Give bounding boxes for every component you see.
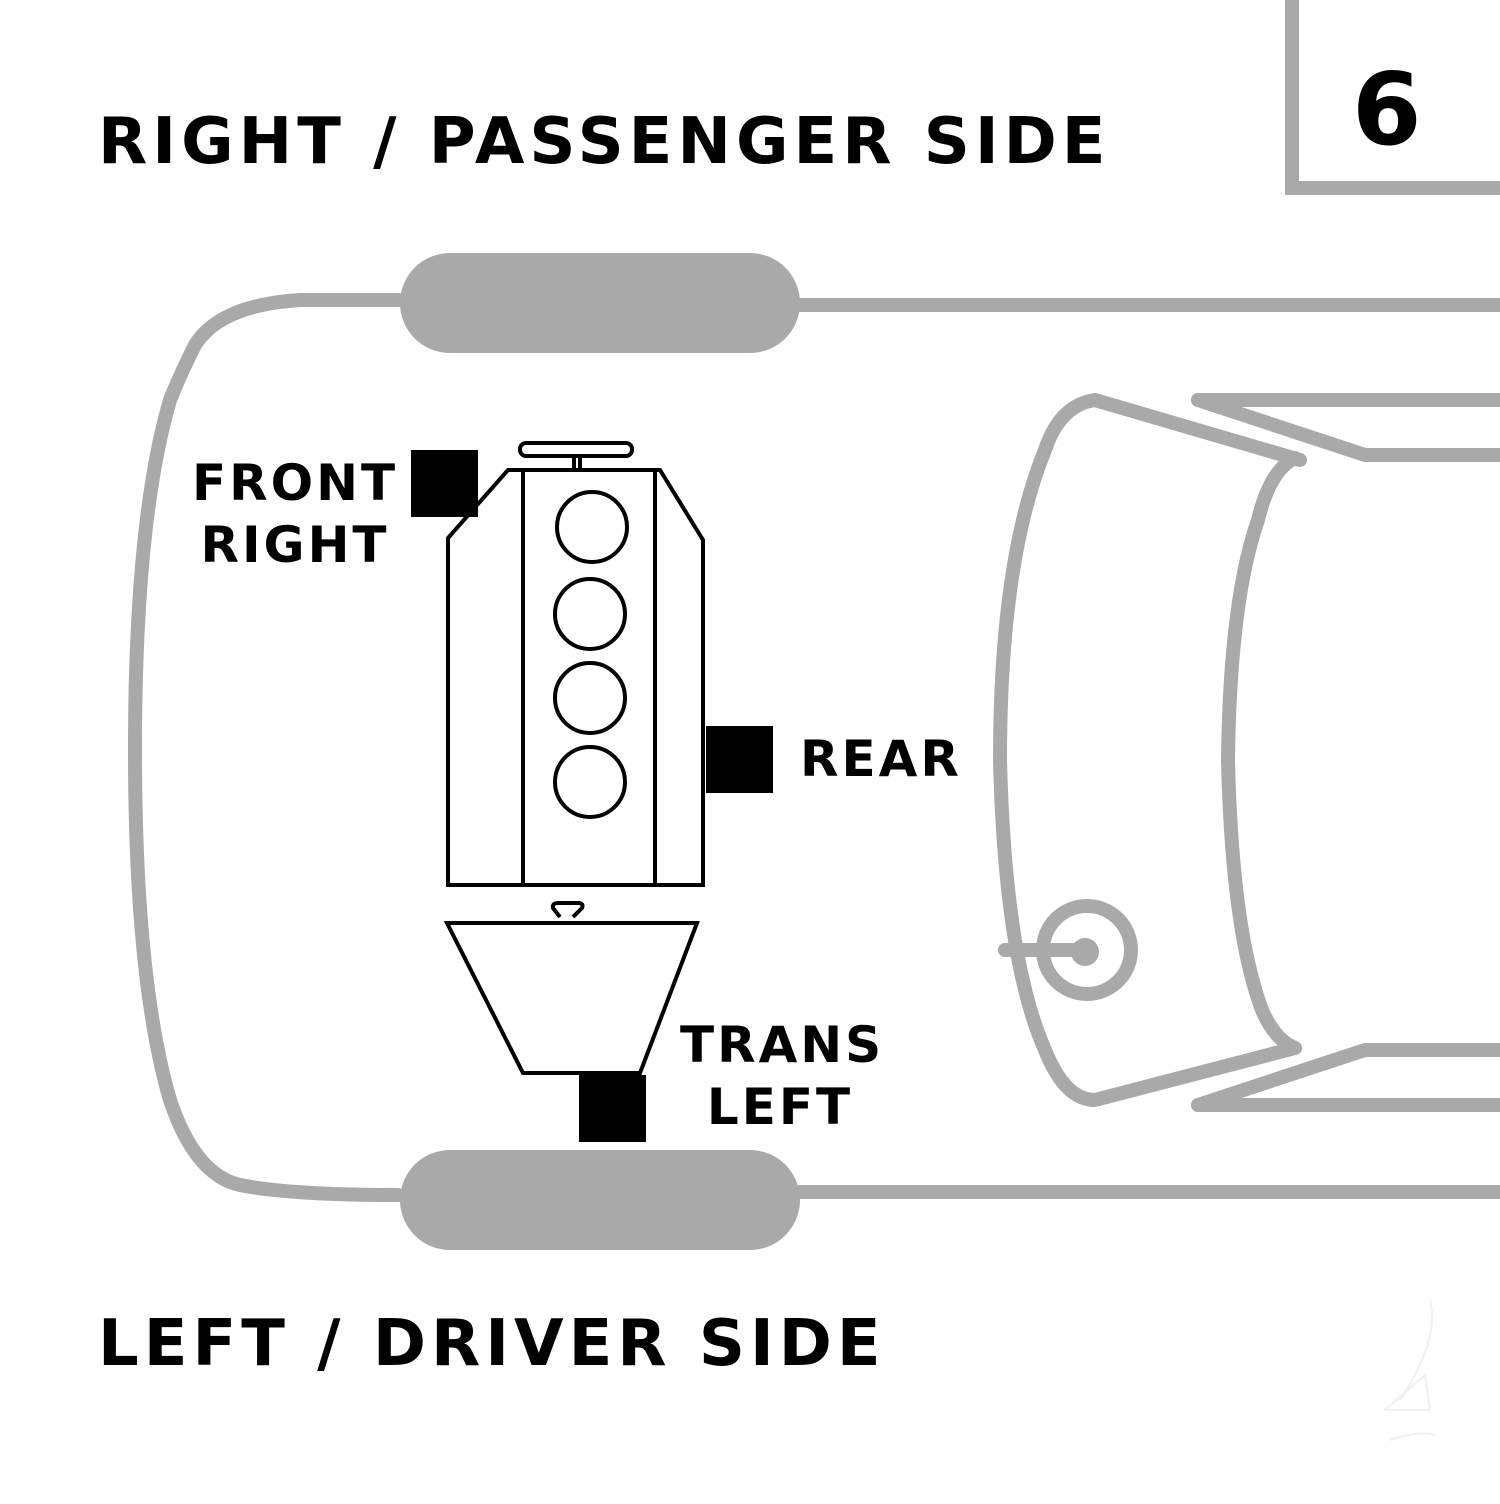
diagram-number: 6 <box>1352 51 1422 168</box>
mount-rear-marker <box>706 726 773 793</box>
diagram-number-box <box>1285 0 1500 195</box>
engine-block <box>446 441 705 887</box>
wheel-front-right <box>400 253 800 353</box>
rear-label: REAR <box>800 728 962 790</box>
front-body-outline <box>128 293 405 1202</box>
trans-left-label-line1: TRANS <box>680 1016 885 1074</box>
wheel-front-left <box>400 1150 800 1250</box>
trans-left-label: TRANS LEFT <box>680 1014 885 1138</box>
front-right-label-line2: RIGHT <box>200 516 390 574</box>
front-right-label: FRONT RIGHT <box>190 452 400 576</box>
driver-side-title: LEFT / DRIVER SIDE <box>98 1307 886 1381</box>
trans-left-label-line2: LEFT <box>706 1078 854 1136</box>
rear-label-text: REAR <box>800 730 962 788</box>
passenger-side-title: RIGHT / PASSENGER SIDE <box>98 105 1111 179</box>
steering-hub-icon <box>1071 938 1099 966</box>
cylinders <box>553 490 629 819</box>
mount-trans-left-marker <box>579 1075 646 1142</box>
transmission <box>443 901 700 1075</box>
mount-front-right-marker <box>411 450 478 517</box>
watermark-logo-icon <box>1382 1299 1436 1441</box>
front-right-label-line1: FRONT <box>191 454 399 512</box>
